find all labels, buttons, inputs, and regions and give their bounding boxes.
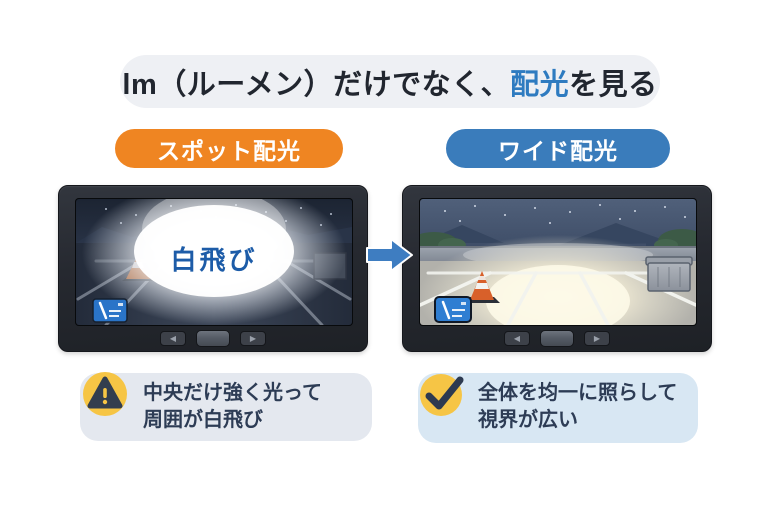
monitor-wide-buttons: ◀ ▶ — [504, 330, 610, 347]
spot-caption-line2: 周囲が白飛び — [143, 409, 263, 431]
wide-distribution-badge: ワイド配光 — [446, 129, 670, 168]
spot-badge-label: スポット配光 — [157, 137, 301, 164]
spot-distribution-badge: スポット配光 — [115, 129, 343, 168]
stars — [444, 204, 686, 224]
spot-caption-line1: 中央だけ強く光って — [143, 382, 322, 404]
next-button: ▶ — [240, 331, 266, 346]
blown-out-label: 白飛び — [170, 245, 258, 275]
wide-caption-line1: 全体を均一に照らして — [478, 382, 678, 404]
warning-icon — [82, 370, 130, 418]
prev-button: ◀ — [160, 331, 186, 346]
monitor-spot-screen: 白飛び — [75, 198, 353, 326]
title-highlight: 配光 — [510, 68, 570, 101]
reverse-camera-badge-icon — [92, 298, 128, 323]
monitor-wide: ◀ ▶ — [402, 185, 712, 352]
wide-caption-line2: 視界が広い — [478, 409, 578, 431]
spot-scene-illustration — [76, 199, 352, 325]
title-suffix: を見る — [569, 68, 658, 101]
monitor-wide-screen — [419, 198, 697, 326]
menu-button — [196, 330, 230, 347]
traffic-cone-icon — [464, 271, 500, 303]
spot-caption-box: 中央だけ強く光って 周囲が白飛び — [80, 370, 372, 441]
next-button: ▶ — [584, 331, 610, 346]
monitor-spot-buttons: ◀ ▶ — [160, 330, 266, 347]
check-icon — [420, 370, 468, 418]
wide-caption-box: 全体を均一に照らして 視界が広い — [418, 373, 698, 443]
right-arrow-icon — [366, 236, 414, 274]
page-title: lm（ルーメン）だけでなく、配光を見る — [120, 55, 660, 108]
parking-lines — [420, 271, 696, 325]
reverse-camera-badge-icon — [434, 296, 472, 323]
menu-button — [540, 330, 574, 347]
title-prefix: lm（ルーメン）だけでなく、 — [122, 68, 511, 101]
wide-badge-label: ワイド配光 — [498, 137, 618, 164]
monitor-spot: 白飛び ◀ ▶ — [58, 185, 368, 352]
light-burst — [82, 199, 346, 325]
prev-button: ◀ — [504, 331, 530, 346]
wide-scene-illustration — [420, 199, 696, 325]
dumpster-icon — [645, 256, 693, 292]
